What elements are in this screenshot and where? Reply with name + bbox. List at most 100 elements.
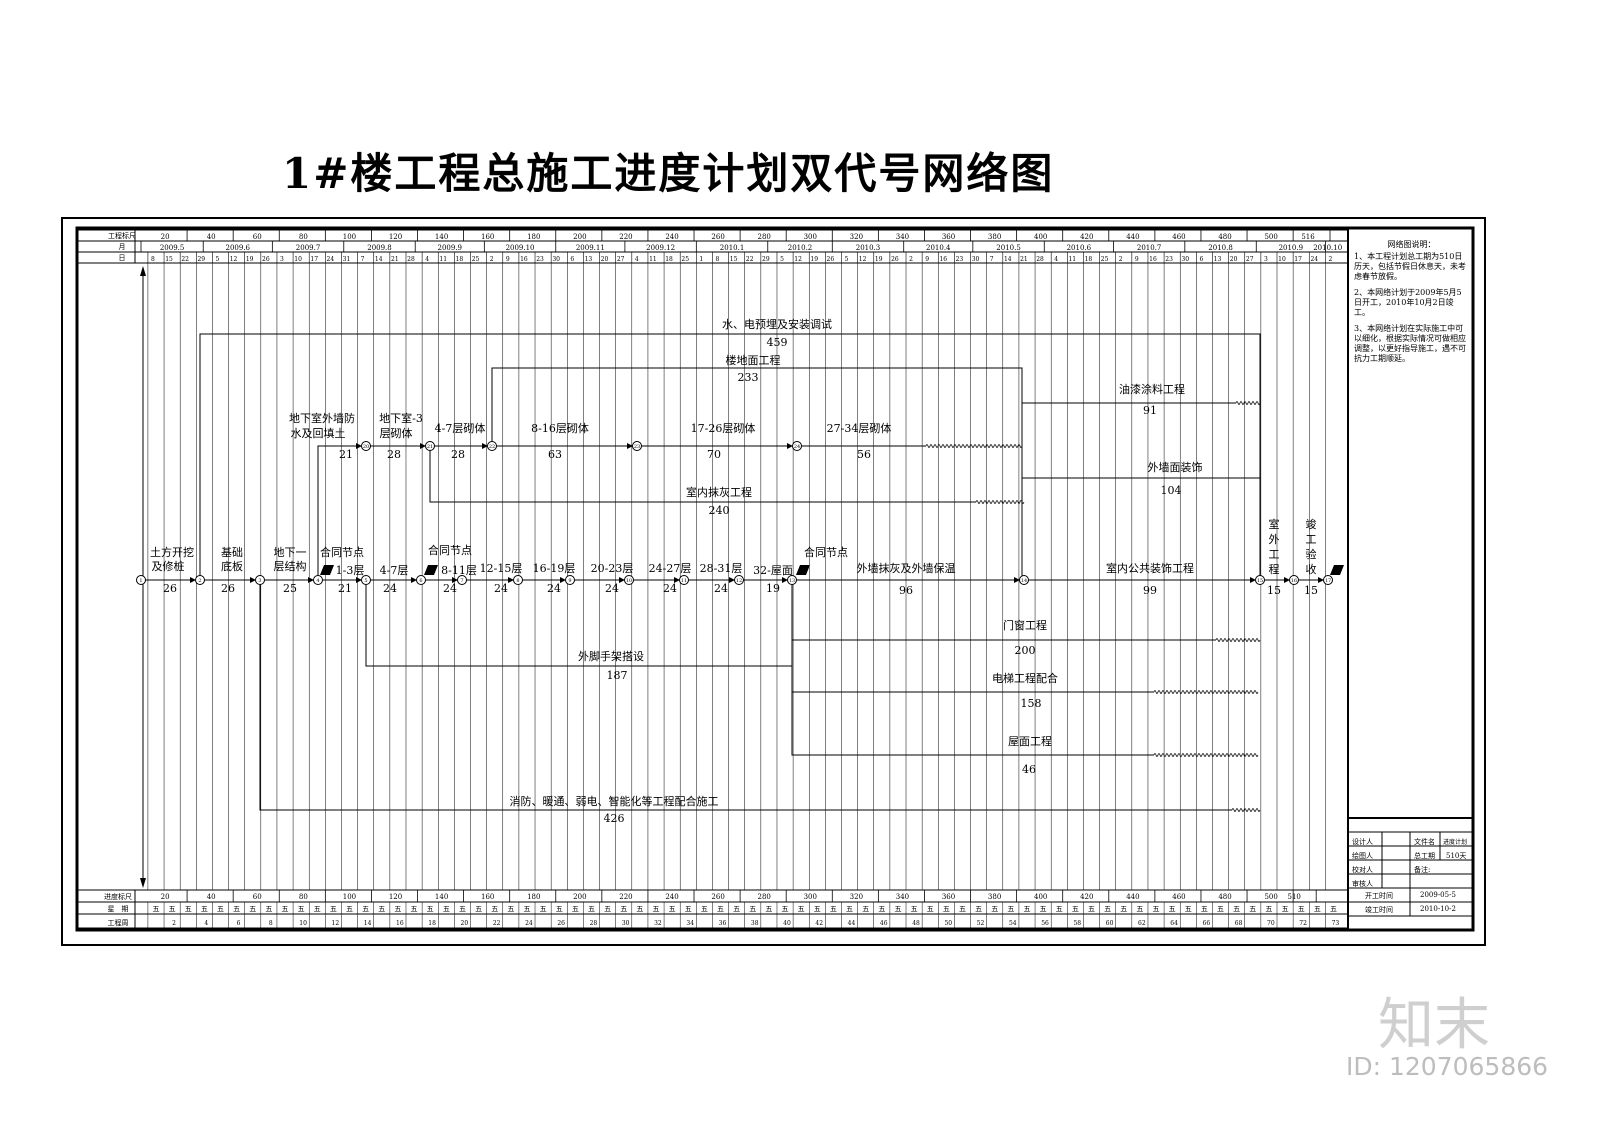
scale-label: 40 bbox=[207, 233, 216, 241]
week-number: 72 bbox=[1299, 920, 1307, 927]
t4-name: 合同节点 bbox=[320, 545, 364, 559]
t16-name: 外 bbox=[1269, 533, 1280, 546]
node-number: 5 bbox=[364, 578, 367, 584]
t14-name: 外墙抹灰及外墙保温 bbox=[857, 561, 956, 575]
week-number: 44 bbox=[848, 920, 856, 927]
footer-scale-value: 240 bbox=[665, 893, 678, 901]
weekday-cell: 五 bbox=[201, 905, 208, 913]
w6-dur: 56 bbox=[857, 448, 871, 461]
weekday-cell: 五 bbox=[1233, 905, 1240, 913]
day-label: 5 bbox=[216, 256, 220, 263]
node-number: 7 bbox=[460, 578, 463, 584]
t8-name: 16-19层 bbox=[533, 562, 576, 575]
t3-name: 层结构 bbox=[274, 559, 307, 573]
weekday-cell: 五 bbox=[1056, 905, 1063, 913]
w1-name: 地下室外墙防 bbox=[289, 411, 355, 425]
e1-dur: 459 bbox=[767, 336, 788, 349]
weekday-cell: 五 bbox=[1072, 905, 1079, 913]
weekday-cell: 五 bbox=[653, 905, 660, 913]
e6-float bbox=[1215, 638, 1261, 642]
day-label: 2 bbox=[1328, 256, 1332, 263]
day-label: 10 bbox=[1278, 256, 1286, 263]
e3-name: 油漆涂料工程 bbox=[1119, 382, 1185, 396]
header-month-label: 月 bbox=[119, 243, 126, 251]
footer-scale-value: 420 bbox=[1080, 893, 1093, 901]
main-arrow-head bbox=[250, 577, 256, 583]
start-label: 开工时间 bbox=[1365, 892, 1393, 900]
e3-float bbox=[1235, 401, 1261, 405]
day-label: 25 bbox=[472, 256, 480, 263]
footer-scale-value: 140 bbox=[435, 893, 448, 901]
weekday-cell: 五 bbox=[1282, 905, 1289, 913]
weekday-cell: 五 bbox=[636, 905, 643, 913]
page-title: 1#楼工程总施工进度计划双代号网络图 bbox=[282, 149, 1055, 198]
e6-dur: 200 bbox=[1015, 644, 1036, 657]
t16-dur: 15 bbox=[1267, 584, 1281, 597]
day-label: 14 bbox=[375, 256, 383, 263]
week-number: 12 bbox=[332, 920, 340, 927]
week-number: 42 bbox=[815, 920, 823, 927]
day-label: 26 bbox=[827, 256, 835, 263]
day-label: 14 bbox=[1004, 256, 1012, 263]
node-number: 16 bbox=[1291, 578, 1297, 584]
node-number: 10 bbox=[626, 578, 632, 584]
day-label: 4 bbox=[635, 256, 639, 263]
day-label: 20 bbox=[1230, 256, 1238, 263]
day-label: 3 bbox=[1264, 256, 1268, 263]
footer-scale-value: 500 bbox=[1264, 893, 1277, 901]
main-arrow-head bbox=[508, 577, 514, 583]
node-number: 9 bbox=[568, 578, 571, 584]
day-label: 19 bbox=[246, 256, 254, 263]
footer-scale-value: 260 bbox=[711, 893, 724, 901]
scale-label: 420 bbox=[1080, 233, 1093, 241]
main-arrow-head bbox=[560, 577, 566, 583]
day-label: 11 bbox=[649, 256, 657, 263]
t16-name: 程 bbox=[1269, 563, 1280, 576]
scale-label: 60 bbox=[253, 233, 262, 241]
weekday-cell: 五 bbox=[362, 905, 369, 913]
day-label: 4 bbox=[425, 256, 429, 263]
file-label: 文件名 bbox=[1414, 838, 1435, 846]
weekday-cell: 五 bbox=[927, 905, 934, 913]
main-arrow-head bbox=[356, 577, 362, 583]
week-number: 40 bbox=[783, 920, 791, 927]
t11-name: 28-31层 bbox=[700, 562, 743, 575]
scale-label: 160 bbox=[481, 233, 494, 241]
e8-dur: 158 bbox=[1021, 697, 1042, 710]
w2-name: 层砌体 bbox=[380, 426, 413, 440]
day-label: 31 bbox=[343, 256, 351, 263]
masonry-arrow-head bbox=[482, 443, 488, 449]
scale-label: 120 bbox=[389, 233, 402, 241]
day-label: 11 bbox=[439, 256, 447, 263]
weekday-cell: 五 bbox=[1153, 905, 1160, 913]
week-number: 36 bbox=[719, 920, 727, 927]
scale-label: 140 bbox=[435, 233, 448, 241]
week-number: 58 bbox=[1073, 920, 1081, 927]
w4-name: 8-16层砌体 bbox=[531, 421, 589, 435]
day-label: 8 bbox=[151, 256, 155, 263]
month-label: 2010.4 bbox=[926, 244, 951, 252]
weekday-cell: 五 bbox=[540, 905, 547, 913]
footer-weekday-label: 星 期 bbox=[108, 905, 129, 913]
t10-dur: 24 bbox=[663, 582, 677, 595]
note-1: 1、本工程计划总工期为510日历天，包括节假日休息天，未考虑春节放假。 bbox=[1354, 252, 1466, 281]
drawer-label: 绘图人 bbox=[1352, 852, 1373, 860]
e10-float bbox=[1231, 808, 1261, 812]
weekday-cell: 五 bbox=[830, 905, 837, 913]
weekday-cell: 五 bbox=[330, 905, 337, 913]
footer-scale-value: 120 bbox=[389, 893, 402, 901]
weekday-cell: 五 bbox=[878, 905, 885, 913]
weekday-cell: 五 bbox=[152, 905, 159, 913]
e7-line bbox=[365, 584, 792, 667]
month-label: 2009.8 bbox=[367, 244, 392, 252]
node-number: 4 bbox=[316, 578, 319, 584]
scale-label: 440 bbox=[1126, 233, 1139, 241]
t9-dur: 24 bbox=[605, 582, 619, 595]
weekday-cell: 五 bbox=[475, 905, 482, 913]
main-arrow-head bbox=[674, 577, 680, 583]
e7-dur: 187 bbox=[607, 669, 628, 682]
main-arrow-head bbox=[1014, 577, 1020, 583]
weekday-cell: 五 bbox=[911, 905, 918, 913]
w2-dur: 28 bbox=[387, 448, 401, 461]
